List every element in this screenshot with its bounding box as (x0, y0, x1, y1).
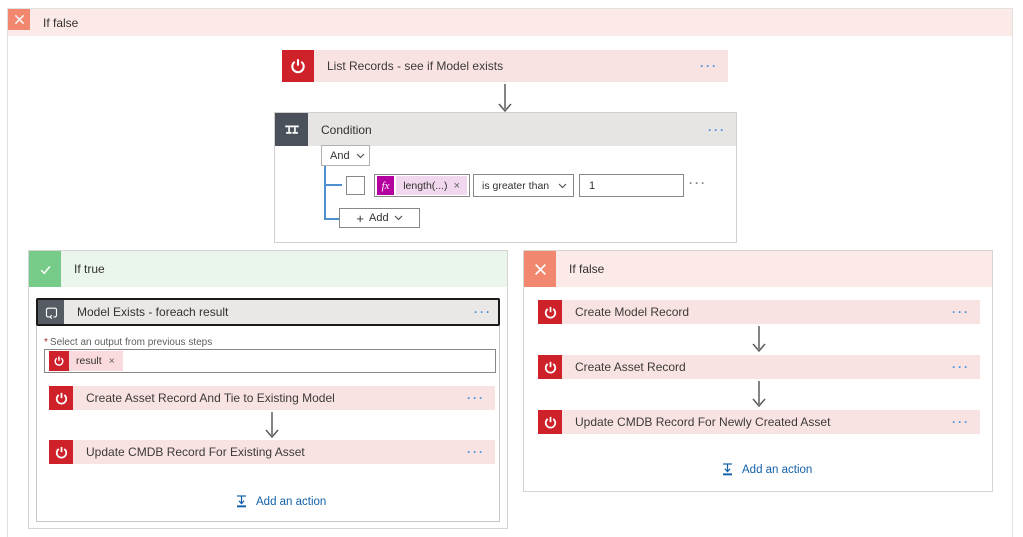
condition-title: Condition (321, 122, 372, 137)
foreach-scope (36, 298, 500, 522)
action-title: Create Asset Record (575, 360, 686, 374)
foreach-output-input[interactable]: result × (44, 349, 496, 373)
menu-ellipsis-icon[interactable]: ··· (952, 360, 970, 374)
add-action-label: Add an action (742, 464, 813, 476)
connector-arrow (751, 326, 767, 358)
chevron-down-icon (350, 153, 371, 159)
condition-icon (275, 113, 308, 146)
expression-token-label: length(...) (403, 179, 448, 192)
menu-ellipsis-icon[interactable]: ··· (467, 445, 485, 459)
add-label: Add (369, 212, 389, 224)
condition-card: Condition ··· And fx length(...) × is (274, 112, 737, 243)
fx-icon: fx (377, 176, 395, 195)
power-icon (538, 300, 562, 324)
x-icon (524, 251, 556, 287)
connector-arrow (497, 84, 513, 118)
power-icon (538, 355, 562, 379)
power-icon (538, 410, 562, 434)
expression-token[interactable]: length(...) × (396, 176, 467, 195)
rhs-value: 1 (589, 179, 596, 192)
remove-token-icon[interactable]: × (453, 179, 460, 192)
add-action-button-if-true[interactable]: Add an action (234, 494, 326, 510)
join-operator-dropdown[interactable]: And (321, 145, 370, 166)
action-title: Update CMDB Record For Existing Asset (86, 445, 305, 459)
result-token-label: result (76, 355, 102, 367)
action-title: Update CMDB Record For Newly Created Ass… (575, 415, 831, 429)
outer-scope-title: If false (43, 15, 79, 30)
menu-ellipsis-icon[interactable]: ··· (952, 415, 970, 429)
menu-ellipsis-icon[interactable]: ··· (467, 391, 485, 405)
plus-icon: + (356, 210, 364, 226)
foreach-header[interactable]: Model Exists - foreach result ··· (36, 298, 500, 326)
add-action-label: Add an action (256, 496, 327, 508)
result-token[interactable]: result × (49, 351, 123, 371)
outer-if-false-scope (7, 8, 1013, 537)
menu-ellipsis-icon[interactable]: ··· (700, 59, 718, 73)
add-condition-button[interactable]: + Add (339, 208, 420, 228)
foreach-icon (38, 300, 64, 324)
condition-header[interactable]: Condition ··· (275, 113, 736, 146)
check-icon (29, 251, 61, 287)
x-icon (8, 9, 30, 30)
condition-row-menu-icon[interactable]: ··· (689, 176, 707, 190)
power-icon (49, 351, 69, 371)
condition-row-checkbox[interactable] (346, 176, 365, 195)
condition-operator-dropdown[interactable]: is greater than o... (473, 174, 574, 197)
condition-tree-line (324, 165, 326, 219)
remove-token-icon[interactable]: × (108, 355, 115, 367)
action-card-update-cmdb-new[interactable]: Update CMDB Record For Newly Created Ass… (538, 410, 980, 434)
outer-if-false-header[interactable]: If false (8, 9, 1012, 36)
condition-lhs-input[interactable]: fx length(...) × (374, 174, 470, 197)
foreach-field-label: *Select an output from previous steps (44, 337, 213, 348)
chevron-down-icon (394, 215, 403, 221)
action-card-create-asset-tie[interactable]: Create Asset Record And Tie to Existing … (49, 386, 495, 410)
power-icon (49, 386, 73, 410)
connector-arrow (751, 381, 767, 413)
power-icon (282, 50, 314, 82)
connector-arrow (264, 412, 280, 444)
menu-ellipsis-icon[interactable]: ··· (952, 305, 970, 319)
if-true-title: If true (74, 262, 105, 276)
required-marker: * (44, 337, 48, 348)
condition-tree-line (324, 184, 342, 186)
action-title: Create Asset Record And Tie to Existing … (86, 391, 335, 405)
action-title: List Records - see if Model exists (327, 59, 504, 73)
chevron-down-icon (552, 183, 573, 189)
add-action-button-if-false[interactable]: Add an action (720, 462, 812, 478)
foreach-title: Model Exists - foreach result (77, 305, 229, 319)
menu-ellipsis-icon[interactable]: ··· (708, 122, 726, 137)
if-false-title: If false (569, 262, 605, 276)
condition-tree-line (324, 218, 339, 220)
action-card-update-cmdb-existing[interactable]: Update CMDB Record For Existing Asset ··… (49, 440, 495, 464)
action-card-create-asset[interactable]: Create Asset Record ··· (538, 355, 980, 379)
join-operator-value: And (330, 149, 350, 162)
operator-value: is greater than o... (482, 179, 552, 192)
menu-ellipsis-icon[interactable]: ··· (474, 305, 492, 319)
if-false-header[interactable]: If false (524, 251, 992, 287)
condition-rhs-input[interactable]: 1 (579, 174, 684, 197)
action-card-create-model[interactable]: Create Model Record ··· (538, 300, 980, 324)
power-icon (49, 440, 73, 464)
add-action-icon (723, 463, 732, 476)
action-card-list-records[interactable]: List Records - see if Model exists ··· (282, 50, 728, 82)
add-action-icon (237, 495, 246, 508)
if-true-header[interactable]: If true (29, 251, 507, 287)
action-title: Create Model Record (575, 305, 690, 319)
